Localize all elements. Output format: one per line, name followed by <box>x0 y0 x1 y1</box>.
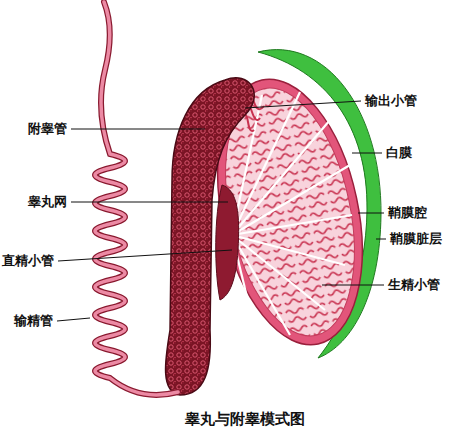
part-label: 睾丸网 <box>28 194 67 210</box>
figure-caption: 睾丸与附睾模式图 <box>185 410 305 428</box>
part-label: 鞘膜腔 <box>388 205 427 221</box>
epididymis <box>166 78 255 395</box>
part-label: 输精管 <box>14 313 53 329</box>
part-label: 鞘膜脏层 <box>390 231 442 247</box>
part-label: 输出小管 <box>365 93 417 109</box>
part-label: 附睾管 <box>28 121 67 137</box>
part-label: 生精小管 <box>388 277 440 293</box>
part-label: 白膜 <box>386 145 412 161</box>
leader-lines <box>57 101 386 321</box>
vas-deferens <box>95 2 178 395</box>
part-label: 直精小管 <box>2 253 54 269</box>
